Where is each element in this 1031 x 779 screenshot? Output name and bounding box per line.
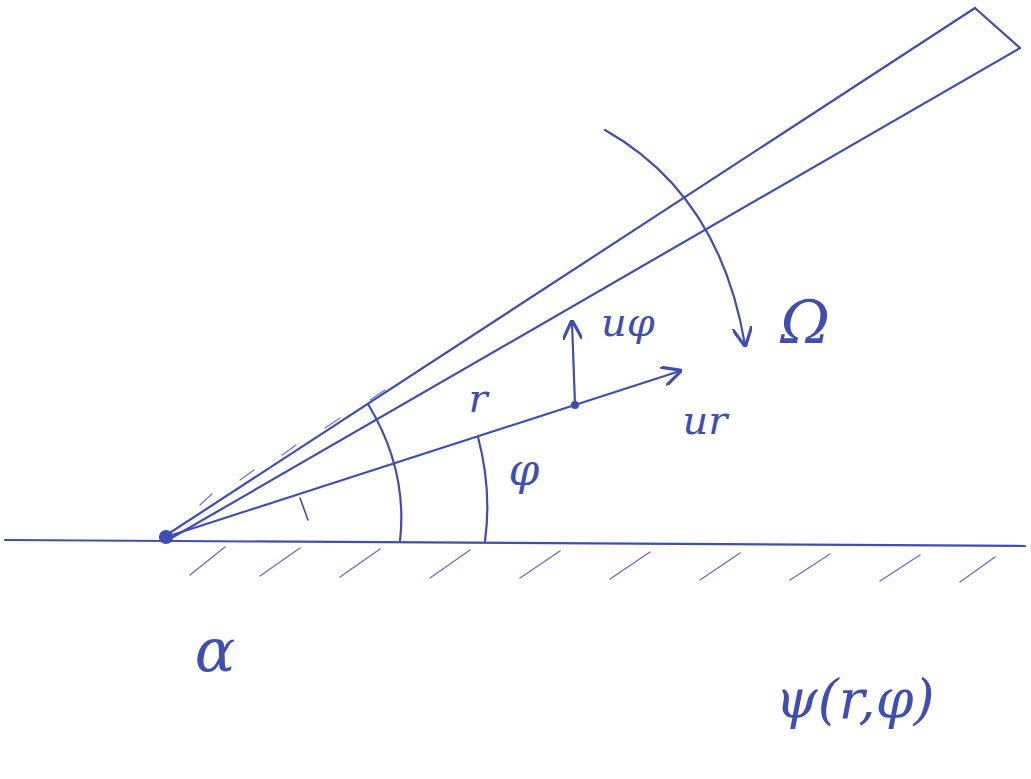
plate-lower-edge	[168, 48, 1020, 540]
angle-label: α	[195, 620, 236, 680]
rotation-label: Ω	[780, 292, 830, 352]
alpha-tick	[300, 498, 308, 520]
velocity-label: ur	[683, 400, 728, 440]
velocity-label: uφ	[601, 302, 655, 342]
radius-label: r	[468, 378, 487, 418]
phi-arc	[478, 437, 487, 541]
angle-label: φ	[509, 448, 540, 492]
radius-ray	[166, 371, 680, 537]
plate-upper-edge	[165, 8, 975, 536]
stream-function-label: ψ(r,φ)	[775, 673, 934, 727]
plate-hatch	[200, 363, 430, 505]
ground-line	[5, 540, 1025, 546]
ground-hatch	[190, 547, 995, 582]
plate-end	[975, 8, 1020, 48]
u-phi-arrow	[572, 322, 575, 405]
alpha-arc	[368, 404, 401, 541]
